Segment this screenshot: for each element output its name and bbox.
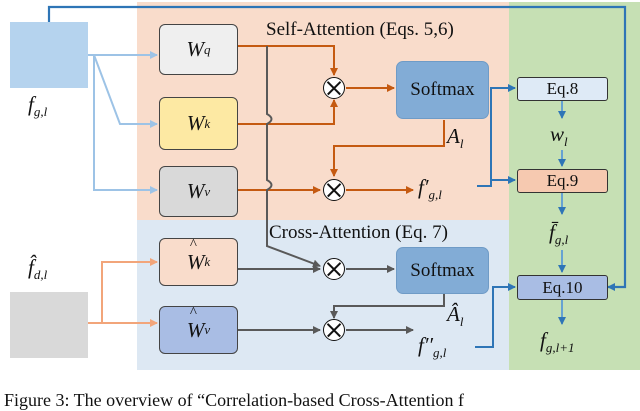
eq10-box: Eq.10 bbox=[517, 275, 608, 300]
fusion-weight-label: wl bbox=[550, 122, 568, 150]
self-attention-score-multiply-icon bbox=[323, 77, 345, 99]
eq8-box: Eq.8 bbox=[517, 77, 608, 101]
skip-connection-line bbox=[47, 5, 627, 291]
wk-hat-box: Wk bbox=[159, 237, 238, 286]
input-d-label: f̂d,l bbox=[28, 255, 48, 283]
cross-attention-softmax-box: Softmax bbox=[396, 247, 489, 294]
self-attention-output-label: f′g,l bbox=[418, 175, 442, 203]
softmax-to-a-line bbox=[330, 120, 445, 177]
wk-to-mult-line bbox=[238, 99, 338, 125]
fused-feature-label: f̄g,l bbox=[549, 220, 569, 248]
cross-attention-map-label: Âl bbox=[447, 302, 464, 330]
self-attention-softmax-box: Softmax bbox=[396, 61, 489, 119]
fprime-to-eq9-line bbox=[490, 176, 516, 186]
query-crossing-line bbox=[266, 46, 321, 268]
self-attention-value-multiply-icon bbox=[323, 179, 345, 201]
eq9-box: Eq.9 bbox=[517, 169, 608, 193]
softmax2-to-a-hat-line bbox=[330, 294, 445, 319]
input-line-wk-hat bbox=[88, 258, 158, 324]
cross-attention-output-label: f′′g,l bbox=[418, 333, 447, 361]
figure-caption: Figure 3: The overview of “Correlation-b… bbox=[4, 390, 465, 410]
cross-attention-title: Cross-Attention (Eq. 7) bbox=[269, 222, 448, 243]
input-d-block bbox=[10, 292, 88, 358]
input-g-label: fg,l bbox=[28, 92, 48, 120]
fprime-to-eq8-line bbox=[477, 84, 516, 187]
fdprime-to-eq10-line bbox=[475, 283, 516, 348]
cross-attention-value-multiply-icon bbox=[323, 319, 345, 341]
output-feature-label: fg,l+1 bbox=[540, 328, 575, 356]
attention-map-label: Al bbox=[447, 124, 464, 152]
input-line-wk bbox=[93, 54, 158, 128]
wv-hat-box: Wv bbox=[159, 305, 238, 354]
self-attention-title: Self-Attention (Eqs. 5,6) bbox=[266, 19, 454, 40]
cross-attention-score-multiply-icon bbox=[323, 258, 345, 280]
input-g-block bbox=[10, 22, 88, 88]
wq-to-mult-line bbox=[238, 45, 338, 76]
input-line-wv bbox=[93, 55, 158, 194]
